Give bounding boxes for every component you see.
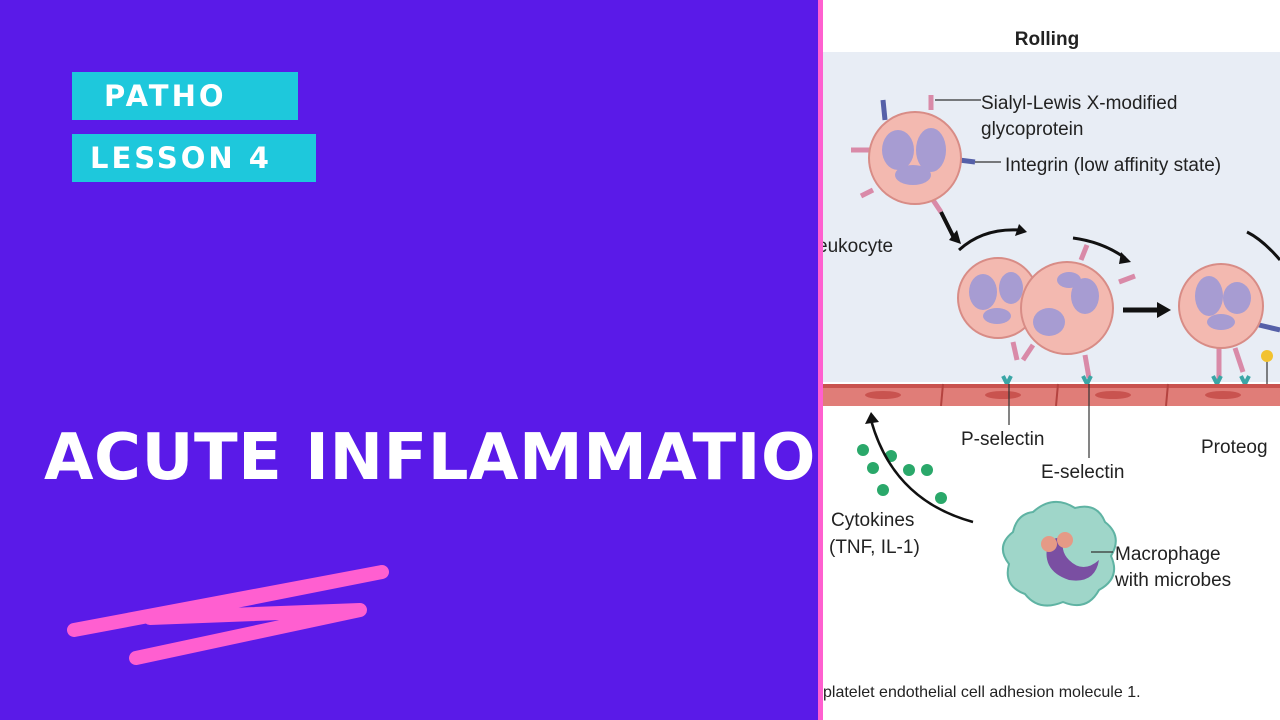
lesson-title: ACUTE INFLAMMATION xyxy=(44,421,870,495)
p-selectin-label: P-selectin xyxy=(961,429,1044,450)
cytokines-label-line1: Cytokines xyxy=(831,510,914,531)
cytokines-label-line2: (TNF, IL-1) xyxy=(829,537,920,558)
curved-arrow-icon xyxy=(957,228,1020,252)
macrophage-label-line2: with microbes xyxy=(1114,570,1231,591)
figure-heading: Rolling xyxy=(1015,29,1079,50)
diagram-panel: Rolling Sialyl-Lewis X-modified glycopro… xyxy=(823,0,1280,720)
title-panel xyxy=(0,0,818,720)
panel-divider xyxy=(818,0,823,720)
course-tag: PATHO xyxy=(72,72,298,120)
leukocyte-cell xyxy=(851,95,976,214)
leukocyte-label: eukocyte xyxy=(823,236,893,257)
cytokine-dots xyxy=(857,444,947,504)
lesson-tag: LESSON 4 xyxy=(72,134,316,182)
macrophage-label-line1: Macrophage xyxy=(1115,544,1221,565)
rolling-leukocyte-cell xyxy=(957,257,1039,361)
figure-caption: platelet endothelial cell adhesion molec… xyxy=(823,684,1141,701)
sialyl-label-line1: Sialyl-Lewis X-modified xyxy=(981,93,1177,114)
pink-scribble-decoration xyxy=(67,565,389,665)
e-selectin-label: E-selectin xyxy=(1041,462,1124,483)
macrophage-cell xyxy=(1002,501,1117,607)
rolling-leukocyte-cell xyxy=(1020,244,1136,379)
arrow-icon xyxy=(939,211,957,241)
leukocyte-rolling-diagram: Rolling Sialyl-Lewis X-modified glycopro… xyxy=(823,0,1280,720)
curved-arrow-icon xyxy=(869,419,974,524)
sialyl-label-line2: glycoprotein xyxy=(981,119,1083,140)
proteoglycan-label: Proteog xyxy=(1201,437,1268,458)
integrin-label: Integrin (low affinity state) xyxy=(1005,155,1221,176)
adherent-leukocyte-cell xyxy=(1178,263,1280,380)
